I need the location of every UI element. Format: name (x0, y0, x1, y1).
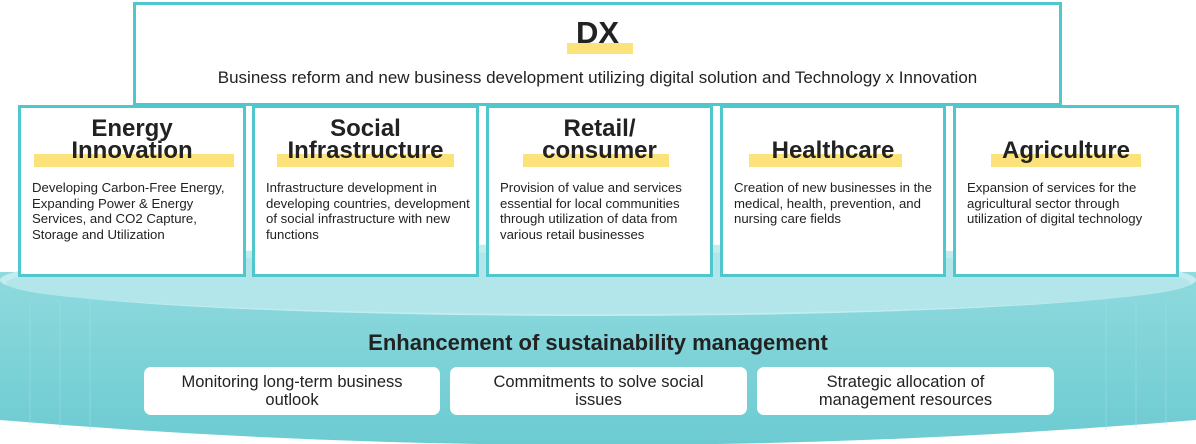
dx-title: DX (575, 15, 620, 50)
dx-title-highlight (567, 43, 633, 54)
pillar-commitments: Commitments to solve social issues (450, 367, 747, 415)
sector-title-highlight (277, 154, 454, 167)
pedestal-stripes (29, 300, 1167, 430)
sector-box-healthcare: Healthcare Creation of new businesses in… (720, 105, 946, 277)
sector-title: Energy Innovation (71, 115, 193, 164)
sector-box-social-infrastructure: Social Infrastructure Infrastructure dev… (252, 105, 479, 277)
sector-title: Agriculture (1001, 137, 1130, 164)
sector-box-agriculture: Agriculture Expansion of services for th… (953, 105, 1179, 277)
sector-title: Social Infrastructure (287, 115, 444, 164)
sustainability-title: Enhancement of sustainability management (368, 330, 828, 355)
sector-box-retail-consumer: Retail/ consumer Provision of value and … (486, 105, 713, 277)
sector-description: Provision of value and services essentia… (500, 180, 682, 242)
sector-title: Retail/ consumer (542, 115, 657, 164)
sector-title-highlight (991, 154, 1141, 167)
sector-title-highlight (34, 154, 234, 167)
sector-title-highlight (523, 154, 669, 167)
pillar-monitoring: Monitoring long-term business outlook (144, 367, 440, 415)
sector-description: Creation of new businesses in the medica… (734, 180, 932, 226)
dx-frame: DX Business reform and new business deve… (133, 2, 1062, 106)
sector-title-highlight (749, 154, 902, 167)
sector-description: Infrastructure development in developing… (266, 180, 470, 242)
dx-subtitle: Business reform and new business develop… (217, 68, 978, 87)
sector-description: Expansion of services for the agricultur… (967, 180, 1143, 226)
sector-description: Developing Carbon-Free Energy, Expanding… (32, 180, 225, 242)
pillar-resource-allocation: Strategic allocation of management resou… (757, 367, 1054, 415)
sector-title: Healthcare (771, 137, 895, 164)
sector-box-energy-innovation: Energy Innovation Developing Carbon-Free… (18, 105, 246, 277)
